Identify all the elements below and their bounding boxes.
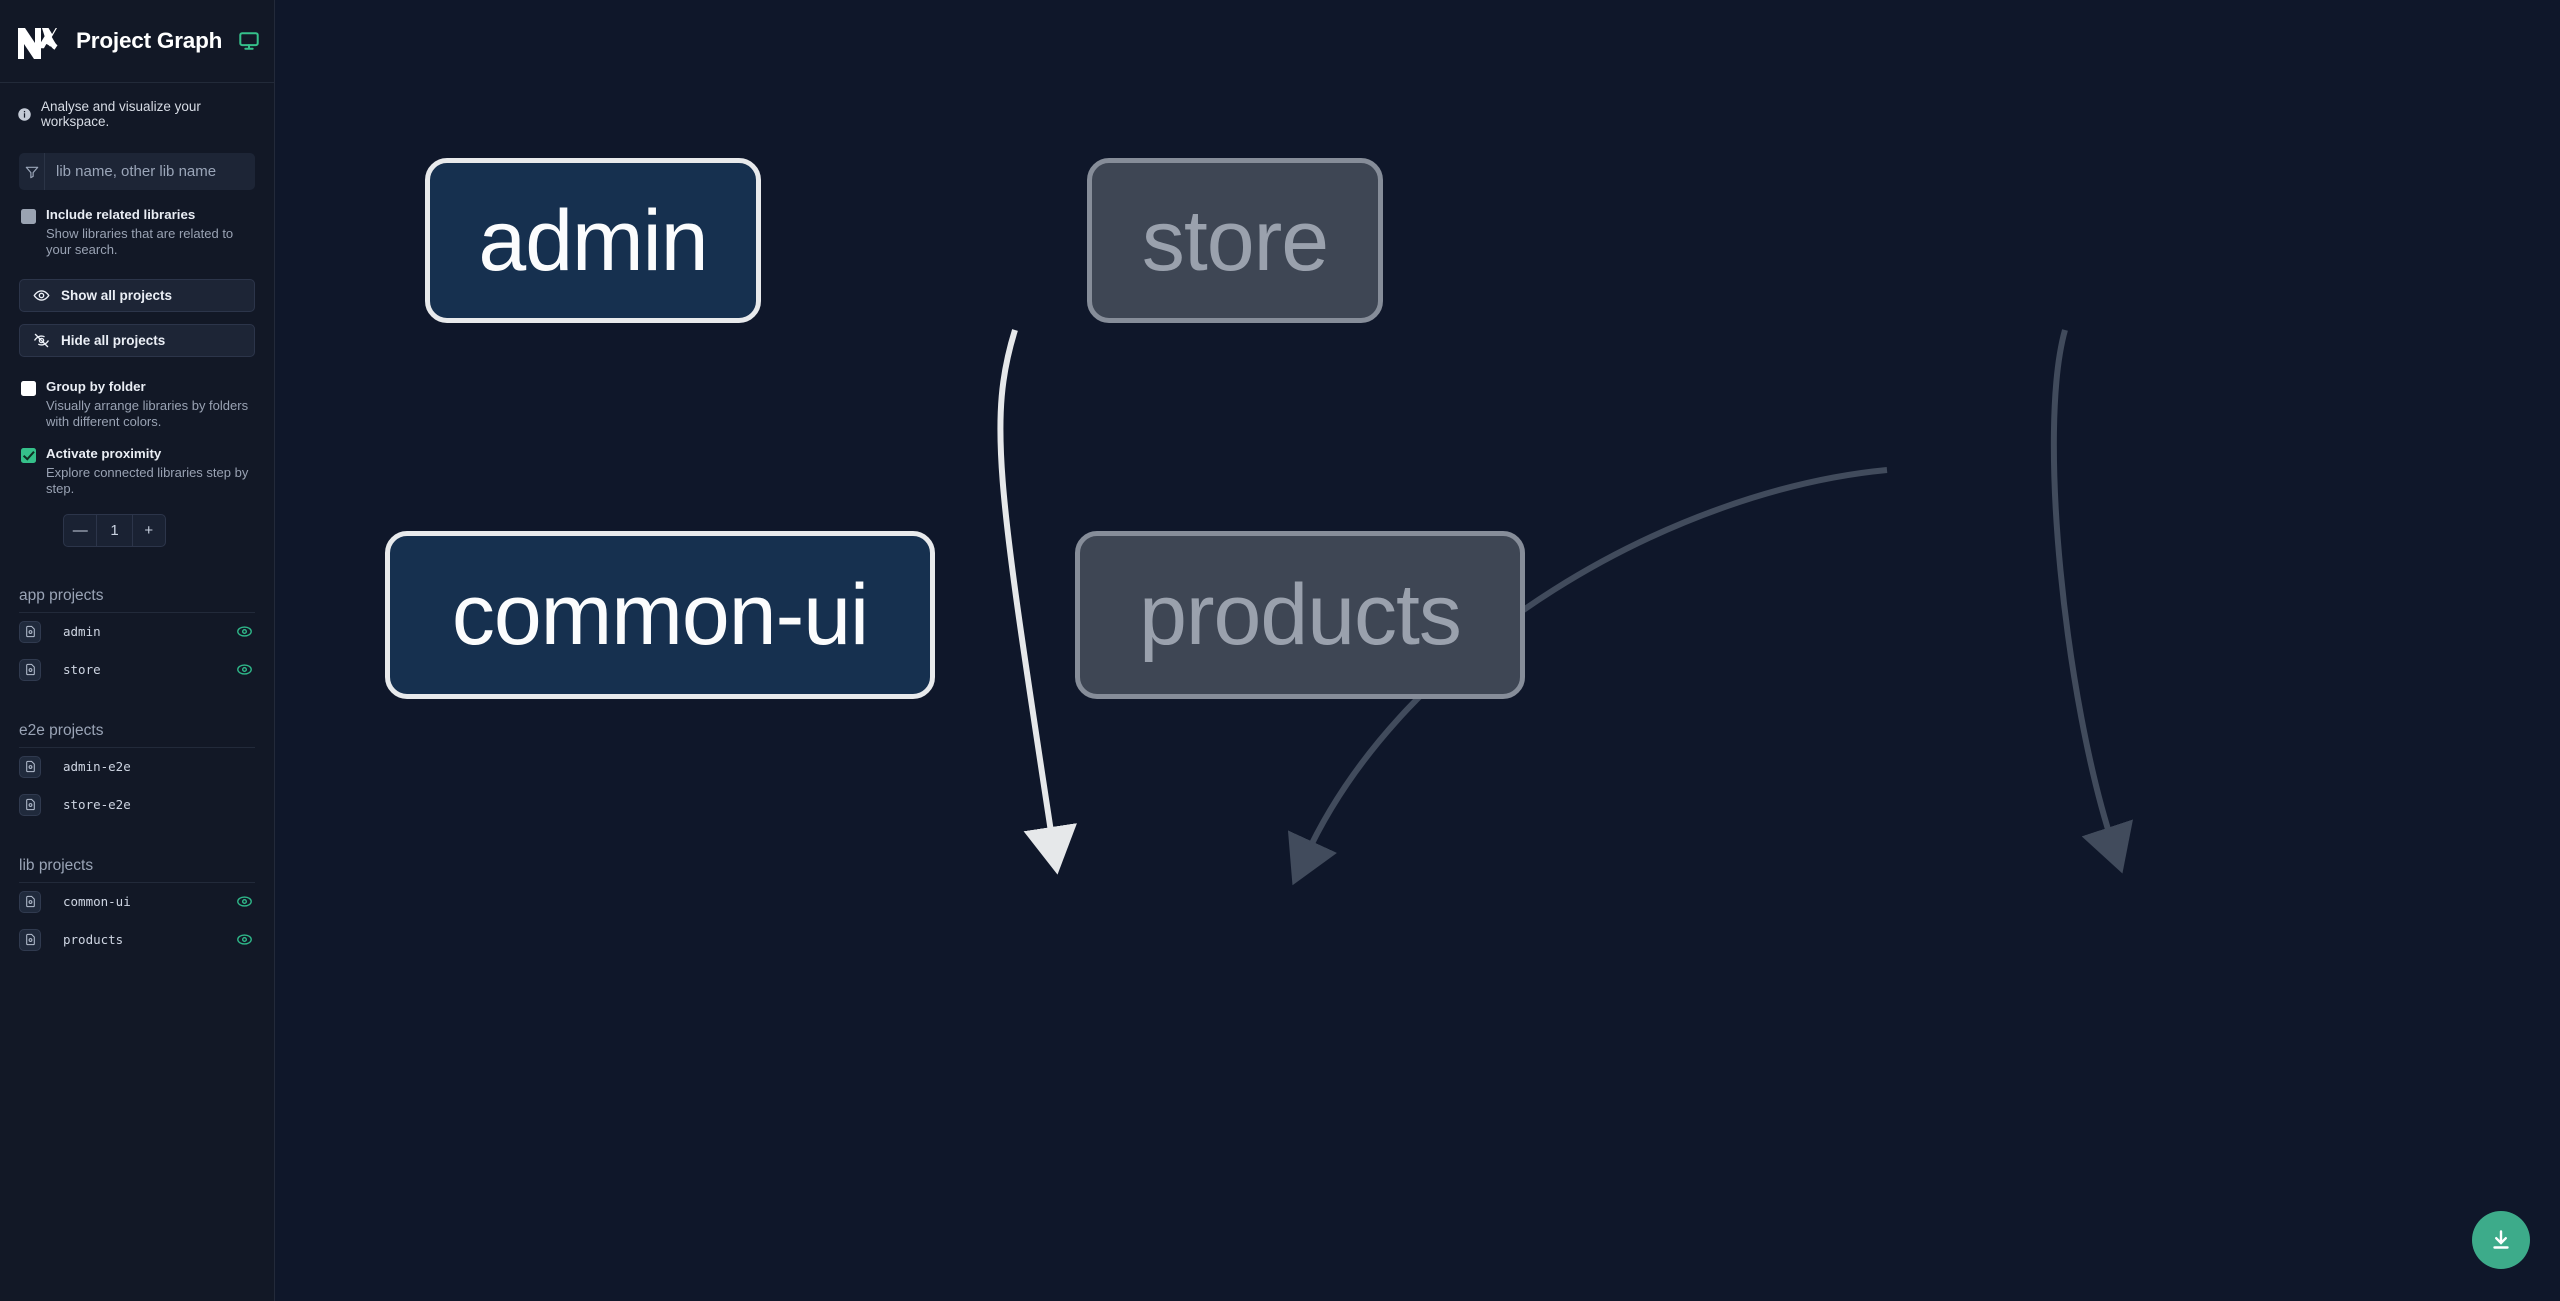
sidebar-body: Include related libraries Show libraries… (0, 153, 274, 959)
search-field[interactable] (19, 153, 255, 190)
graph-canvas[interactable]: admin store common-ui products (275, 0, 2560, 1301)
project-name: admin-e2e (63, 759, 131, 775)
hide-all-projects-label: Hide all projects (61, 332, 166, 348)
project-row-products[interactable]: products (19, 921, 255, 959)
include-related-description: Show libraries that are related to your … (46, 226, 234, 258)
include-related-label: Include related libraries (46, 207, 196, 222)
edge-store-to-common-ui (1287, 467, 1888, 886)
group-header-e2e-projects: e2e projects (19, 722, 255, 748)
option-activate-proximity[interactable]: Activate proximity Explore connected lib… (19, 446, 255, 497)
group-header-app-projects: app projects (19, 587, 255, 613)
eye-circle-icon[interactable] (236, 893, 253, 910)
project-name: common-ui (63, 894, 131, 910)
eye-off-icon (33, 333, 50, 348)
group-by-folder-description: Visually arrange libraries by folders wi… (46, 398, 249, 430)
page-title: Project Graph (76, 28, 223, 53)
proximity-value: 1 (96, 514, 133, 546)
include-related-checkbox[interactable] (21, 209, 36, 224)
tagline-text: Analyse and visualize your workspace. (41, 99, 201, 129)
activate-proximity-checkbox[interactable] (21, 447, 36, 463)
graph-node-label: store (1141, 192, 1329, 289)
option-include-related-libraries[interactable]: Include related libraries Show libraries… (19, 207, 255, 258)
group-header-lib-projects: lib projects (19, 857, 255, 883)
graph-node-label: products (1139, 567, 1462, 663)
graph-node-products[interactable]: products (1075, 531, 1525, 699)
project-name: admin (63, 624, 101, 640)
graph-edges (997, 329, 2133, 886)
eye-circle-icon[interactable] (236, 661, 253, 678)
nx-logo-icon (16, 21, 58, 61)
proximity-stepper[interactable]: — 1 + (63, 513, 166, 547)
project-file-icon (19, 928, 41, 951)
project-file-icon (19, 658, 41, 681)
sidebar: Project Graph Analyse and visualize your… (0, 0, 275, 1301)
show-all-projects-button[interactable]: Show all projects (19, 278, 255, 312)
graph-node-label: common-ui (451, 567, 869, 663)
graph-node-label: admin (478, 192, 708, 289)
project-name: store-e2e (63, 797, 131, 813)
sidebar-header: Project Graph (0, 0, 274, 83)
graph-node-admin[interactable]: admin (425, 158, 761, 323)
activate-proximity-description: Explore connected libraries step by step… (46, 465, 249, 496)
group-by-folder-checkbox[interactable] (21, 380, 36, 396)
project-name: products (63, 932, 124, 948)
group-by-folder-label: Group by folder (46, 378, 146, 394)
project-row-store-e2e[interactable]: store-e2e (19, 786, 255, 824)
filter-icon (19, 153, 45, 190)
project-name: store (63, 662, 101, 678)
activate-proximity-label: Activate proximity (46, 445, 162, 461)
tagline: Analyse and visualize your workspace. (0, 83, 274, 139)
hide-all-projects-button[interactable]: Hide all projects (19, 323, 255, 357)
info-icon (17, 107, 32, 122)
search-input[interactable] (45, 153, 255, 190)
download-graph-button[interactable] (2472, 1211, 2530, 1269)
proximity-decrement-button[interactable]: — (72, 521, 88, 539)
edge-admin-to-common-ui (997, 329, 1077, 875)
graph-node-store[interactable]: store (1087, 158, 1383, 323)
download-icon (2493, 1230, 2509, 1249)
project-row-store[interactable]: store (19, 651, 255, 689)
project-file-icon (19, 620, 41, 643)
project-row-admin[interactable]: admin (19, 613, 255, 651)
option-group-by-folder[interactable]: Group by folder Visually arrange librari… (19, 379, 255, 430)
edge-store-to-products (2050, 329, 2133, 874)
eye-circle-icon[interactable] (236, 623, 253, 640)
project-file-icon (19, 890, 41, 913)
monitor-icon[interactable] (238, 30, 260, 52)
graph-node-common-ui[interactable]: common-ui (385, 531, 935, 699)
project-file-icon (19, 755, 41, 778)
proximity-increment-button[interactable]: + (144, 521, 154, 539)
project-row-common-ui[interactable]: common-ui (19, 883, 255, 921)
project-row-admin-e2e[interactable]: admin-e2e (19, 748, 255, 786)
eye-circle-icon[interactable] (236, 931, 253, 948)
project-file-icon (19, 793, 41, 816)
show-all-projects-label: Show all projects (61, 287, 173, 303)
eye-icon (33, 290, 50, 301)
